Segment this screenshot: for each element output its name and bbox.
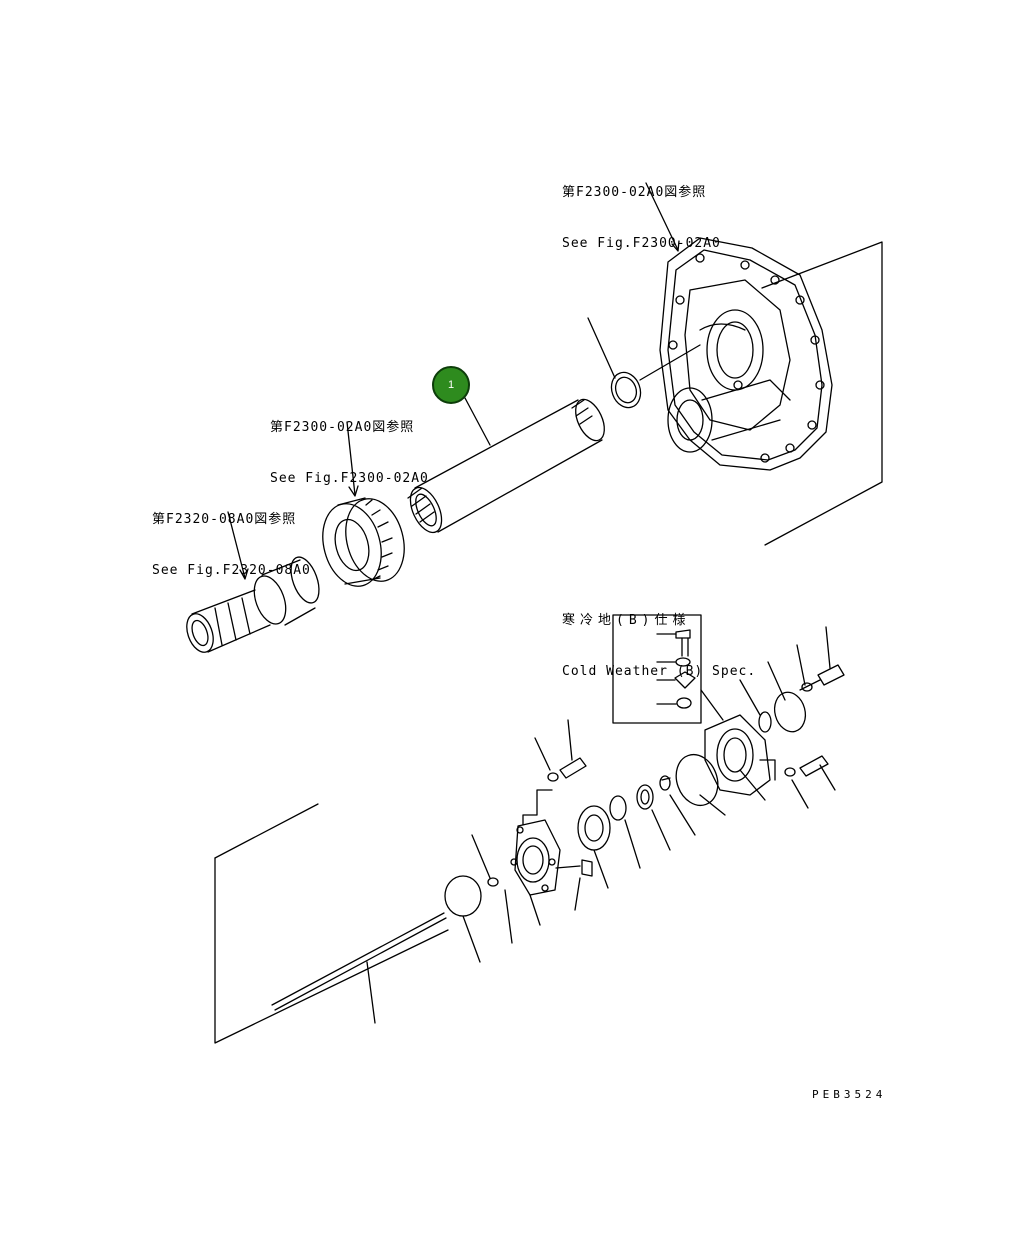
gear-reference-jp: 第F2300-02A0図参照: [270, 420, 415, 435]
cold-weather-spec-jp: 寒冷地(B)仕様: [562, 613, 691, 628]
gear-reference-en: See Fig.F2300-02A0: [270, 471, 429, 486]
drawing-code: PEB3524: [812, 1088, 887, 1101]
housing-reference-label: 第F2300-02A0図参照 See Fig.F2300-02A0: [562, 150, 721, 269]
gear: [314, 422, 413, 593]
gear-reference-label: 第F2300-02A0図参照 See Fig.F2300-02A0: [270, 385, 429, 504]
part-callout-1[interactable]: 1: [432, 366, 470, 404]
cold-weather-spec-label: 寒冷地(B)仕様 Cold Weather (B) Spec.: [562, 578, 756, 697]
yoke-shaft: [182, 512, 325, 656]
housing-reference-en: See Fig.F2300-02A0: [562, 236, 721, 251]
yoke-reference-jp: 第F2320-08A0図参照: [152, 512, 297, 527]
yoke-reference-en: See Fig.F2320-08A0: [152, 563, 311, 578]
snap-ring: [588, 318, 700, 412]
housing-reference-jp: 第F2300-02A0図参照: [562, 185, 707, 200]
lower-assembly: [215, 627, 844, 1043]
part-callout-number: 1: [447, 379, 455, 391]
cold-weather-spec-en: Cold Weather (B) Spec.: [562, 664, 757, 679]
cold-weather-box: [613, 615, 723, 723]
yoke-reference-label: 第F2320-08A0図参照 See Fig.F2320-08A0: [152, 477, 311, 596]
transmission-case: [646, 183, 882, 545]
output-shaft: [404, 395, 610, 537]
